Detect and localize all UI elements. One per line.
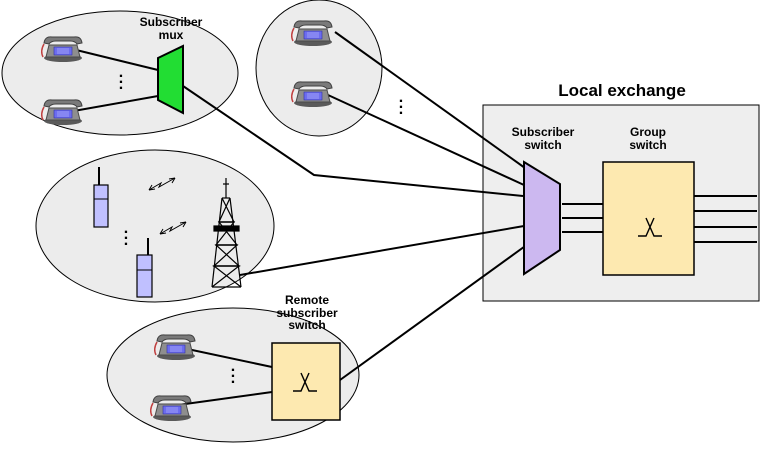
telephone-icon: [290, 81, 333, 108]
telephone-icon: [40, 99, 83, 126]
mobile-phone-icon: [93, 167, 109, 228]
connection-lines: [67, 31, 757, 406]
more-phones-ellipsis: ...: [398, 89, 404, 118]
subscriber-switch: [523, 160, 561, 276]
group-switch: [602, 161, 695, 276]
mobile-phone-icon: [136, 238, 153, 298]
telephone-icon: [153, 334, 196, 361]
more-phones-ellipsis: ...: [118, 64, 124, 93]
remote-subscriber-switch: [271, 342, 341, 421]
subscriber-mux-label: Subscriber mux: [139, 15, 203, 42]
telephone-icon: [40, 36, 83, 63]
antenna-tower-icon: [211, 178, 242, 288]
more-mobiles-ellipsis: ...: [123, 220, 129, 249]
subscriber-area-top-middle: [255, 0, 383, 137]
telephone-icon: [149, 395, 192, 422]
telephone-icon: [290, 20, 333, 47]
subscriber-switch-label: Subscriber switch: [511, 125, 575, 152]
local-exchange-title: Local exchange: [558, 81, 686, 100]
remote-subscriber-switch-label: Remote subscriber switch: [276, 293, 338, 333]
subscriber-mux: [157, 44, 184, 115]
more-phones-ellipsis: ...: [230, 358, 236, 387]
group-switch-label: Group switch: [629, 125, 667, 152]
